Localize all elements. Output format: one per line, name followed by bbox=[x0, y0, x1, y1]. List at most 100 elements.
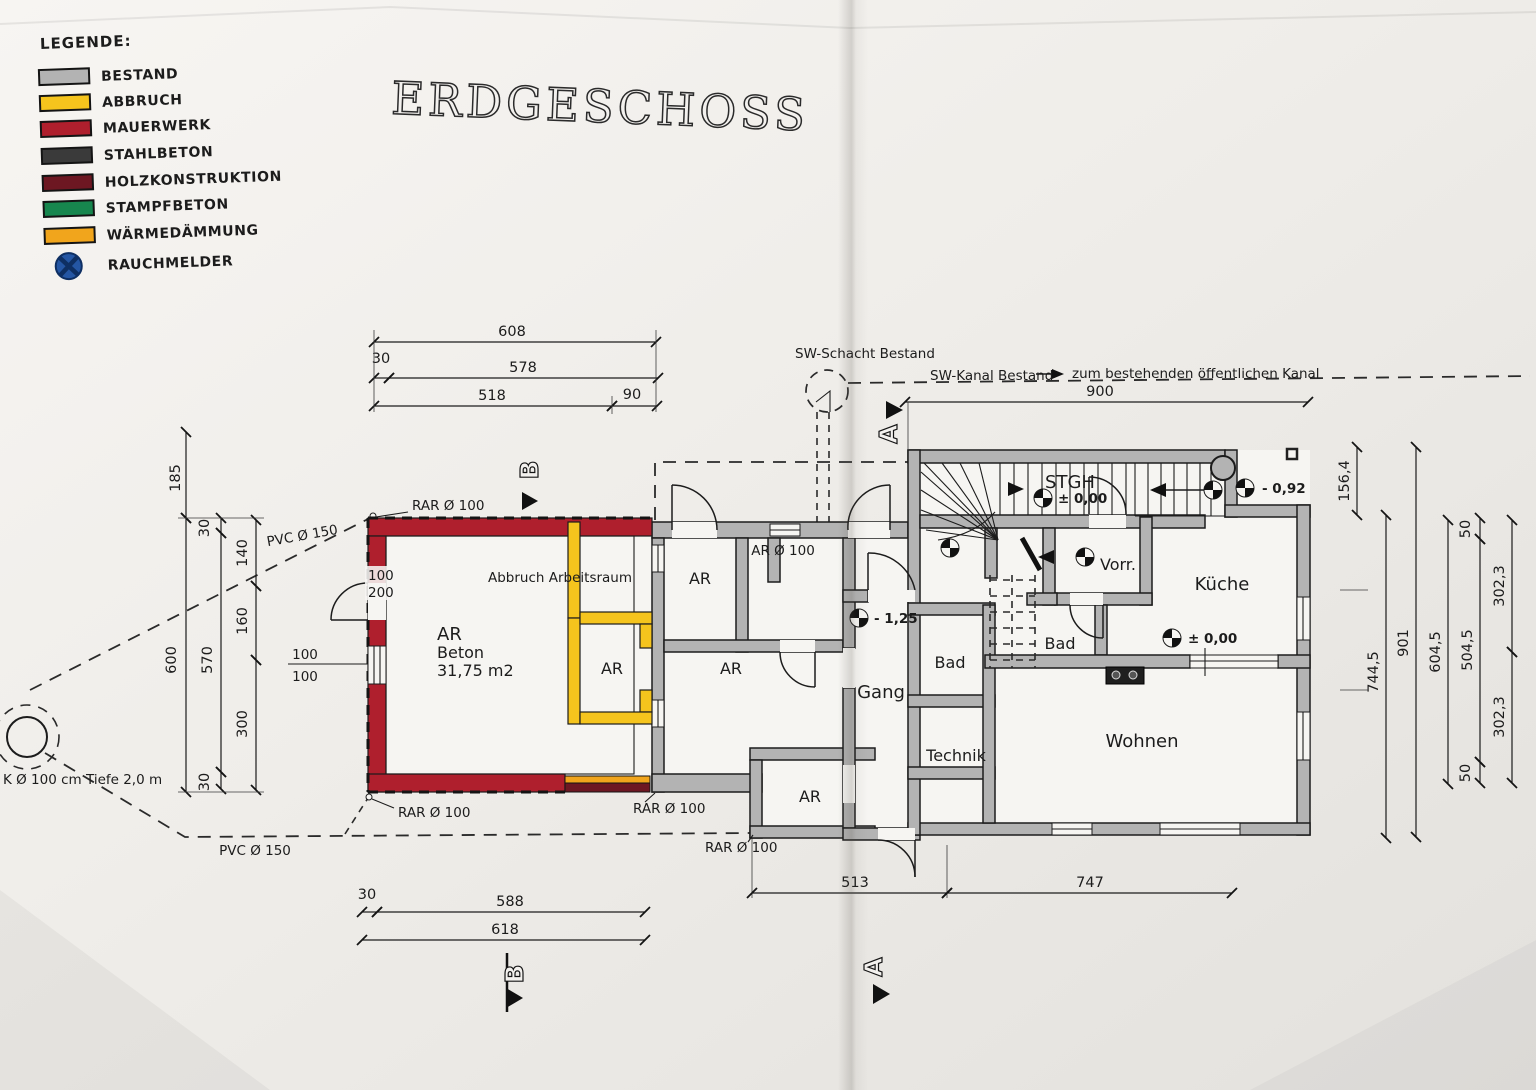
label-sickerschacht: K Ø 100 cm Tiefe 2,0 m bbox=[3, 772, 162, 788]
dim-747: 747 bbox=[1076, 875, 1104, 891]
room-wohnen: Wohnen bbox=[1105, 731, 1178, 752]
legend: LEGENDE: BESTAND ABBRUCH MAUERWERK STAHL… bbox=[37, 32, 283, 281]
dim-570: 570 bbox=[200, 646, 216, 674]
label-window-height: 100 bbox=[292, 669, 318, 685]
label-door-height: 200 bbox=[368, 585, 394, 601]
room-vorr: Vorr. bbox=[1100, 555, 1136, 574]
room-ar-beton: AR bbox=[437, 624, 462, 645]
dim-518: 518 bbox=[478, 388, 506, 404]
room-kueche: Küche bbox=[1195, 574, 1250, 595]
label-ar-pipe: AR Ø 100 bbox=[751, 543, 815, 559]
dim-30-l2: 30 bbox=[197, 773, 213, 791]
swatch-bestand bbox=[37, 67, 91, 87]
stair-newel bbox=[1210, 455, 1236, 481]
legend-title: LEGENDE: bbox=[40, 32, 132, 53]
dim-160: 160 bbox=[235, 607, 251, 635]
page-title: ERDGESCHOSS bbox=[390, 72, 810, 142]
dim-30-l1: 30 bbox=[197, 519, 213, 537]
elevation-stair: - 0,92 bbox=[1262, 481, 1306, 497]
elevation-gang: - 1,25 bbox=[874, 611, 918, 627]
label-pvc-bottom: PVC Ø 150 bbox=[219, 843, 291, 859]
dim-504-5: 504,5 bbox=[1460, 629, 1476, 671]
legend-label-mauerwerk: MAUERWERK bbox=[103, 117, 212, 137]
stair-arrow-vorr bbox=[1038, 550, 1054, 564]
label-kanal-ziel: zum bestehenden öffentlichen Kanal bbox=[1072, 366, 1320, 382]
label-rar-1: RAR Ø 100 bbox=[412, 498, 484, 514]
dim-744-5: 744,5 bbox=[1366, 651, 1382, 693]
dim-578: 578 bbox=[509, 360, 537, 376]
room-ar-small: AR bbox=[601, 659, 623, 678]
room-bad-right: Bad bbox=[1045, 634, 1076, 653]
legend-label-holzkonstruktion: HOLZKONSTRUKTION bbox=[105, 169, 283, 191]
dim-901: 901 bbox=[1396, 629, 1412, 657]
section-b-bottom: B bbox=[500, 964, 529, 983]
label-sw-kanal: SW-Kanal Bestand bbox=[930, 368, 1053, 384]
room-gang: Gang bbox=[857, 682, 905, 703]
dim-608: 608 bbox=[498, 324, 526, 340]
label-abbruch-arbeitsraum: Abbruch Arbeitsraum bbox=[488, 570, 632, 586]
dim-604-5: 604,5 bbox=[1428, 631, 1444, 673]
smoke-detector-icon bbox=[54, 252, 83, 281]
stair-cut-line bbox=[1019, 536, 1043, 572]
label-rar-3: RAR Ø 100 bbox=[633, 801, 705, 817]
dim-600: 600 bbox=[164, 646, 180, 674]
section-a-bottom-triangle bbox=[873, 984, 890, 1004]
legend-label-abbruch: ABBRUCH bbox=[102, 92, 183, 111]
section-b-top-triangle bbox=[522, 492, 538, 510]
section-a-top: A bbox=[874, 424, 903, 444]
downpipe-marker bbox=[1285, 447, 1299, 461]
dim-185: 185 bbox=[168, 464, 184, 492]
room-ar-mid: AR bbox=[720, 659, 742, 678]
swatch-holzkonstruktion bbox=[41, 173, 95, 193]
legend-label-bestand: BESTAND bbox=[101, 66, 179, 85]
kanal-arrow bbox=[1052, 369, 1064, 379]
basement-stair-dashed bbox=[989, 575, 1036, 668]
swatch-waermedaemmung bbox=[43, 226, 96, 245]
label-door-width: 100 bbox=[368, 568, 394, 584]
annotations: Abbruch Arbeitsraum SW-Schacht Bestand S… bbox=[3, 346, 1320, 859]
section-a-top-triangle bbox=[886, 401, 903, 419]
swatch-abbruch bbox=[38, 93, 92, 113]
swatch-mauerwerk bbox=[39, 119, 93, 139]
paper-fold-crease bbox=[838, 0, 868, 1090]
label-window-width: 100 bbox=[292, 647, 318, 663]
section-markers: A A B B bbox=[499, 401, 904, 1012]
room-labels: AR Beton 31,75 m2 AR AR AR AR Gang Bad T… bbox=[437, 472, 1249, 806]
dim-90: 90 bbox=[623, 387, 641, 403]
room-ar-bottom: AR bbox=[799, 787, 821, 806]
room-stgh: STGH bbox=[1045, 472, 1095, 493]
elevation-stgh: ± 0,00 bbox=[1058, 491, 1107, 507]
fixtures bbox=[1105, 447, 1299, 685]
dim-588: 588 bbox=[496, 894, 524, 910]
dim-900: 900 bbox=[1086, 384, 1114, 400]
legend-label-waermedaemmung: WÄRMEDÄMMUNG bbox=[106, 221, 259, 243]
dim-50-r2: 50 bbox=[1458, 764, 1474, 782]
legend-label-stahlbeton: STAHLBETON bbox=[104, 144, 214, 164]
label-rar-2: RAR Ø 100 bbox=[398, 805, 470, 821]
pipe-node bbox=[365, 793, 373, 801]
walls-abbruch bbox=[567, 521, 653, 725]
dim-30-top: 30 bbox=[372, 351, 390, 367]
room-technik: Technik bbox=[925, 746, 986, 765]
room-bad-left: Bad bbox=[935, 653, 966, 672]
dim-50-r1: 50 bbox=[1458, 520, 1474, 538]
room-ar-top: AR bbox=[689, 569, 711, 588]
section-b-top: B bbox=[515, 460, 544, 479]
swatch-stahlbeton bbox=[40, 146, 94, 166]
dim-140: 140 bbox=[235, 539, 251, 567]
windows bbox=[651, 515, 1311, 840]
dim-302-3a: 302,3 bbox=[1492, 565, 1508, 607]
legend-label-rauchmelder: RAUCHMELDER bbox=[107, 253, 233, 273]
legend-label-stampfbeton: STAMPFBETON bbox=[105, 197, 229, 217]
stair-arrow-right-flight bbox=[1150, 483, 1166, 497]
room-ar-beton-area: 31,75 m2 bbox=[437, 661, 514, 680]
elevation-kueche: ± 0,00 bbox=[1188, 631, 1237, 647]
dim-300: 300 bbox=[235, 710, 251, 738]
section-b-bottom-triangle bbox=[506, 988, 523, 1008]
dim-302-3b: 302,3 bbox=[1492, 696, 1508, 738]
swatch-stampfbeton bbox=[42, 199, 96, 218]
legend-swatches bbox=[37, 67, 96, 245]
room-ar-beton-material: Beton bbox=[437, 643, 484, 662]
